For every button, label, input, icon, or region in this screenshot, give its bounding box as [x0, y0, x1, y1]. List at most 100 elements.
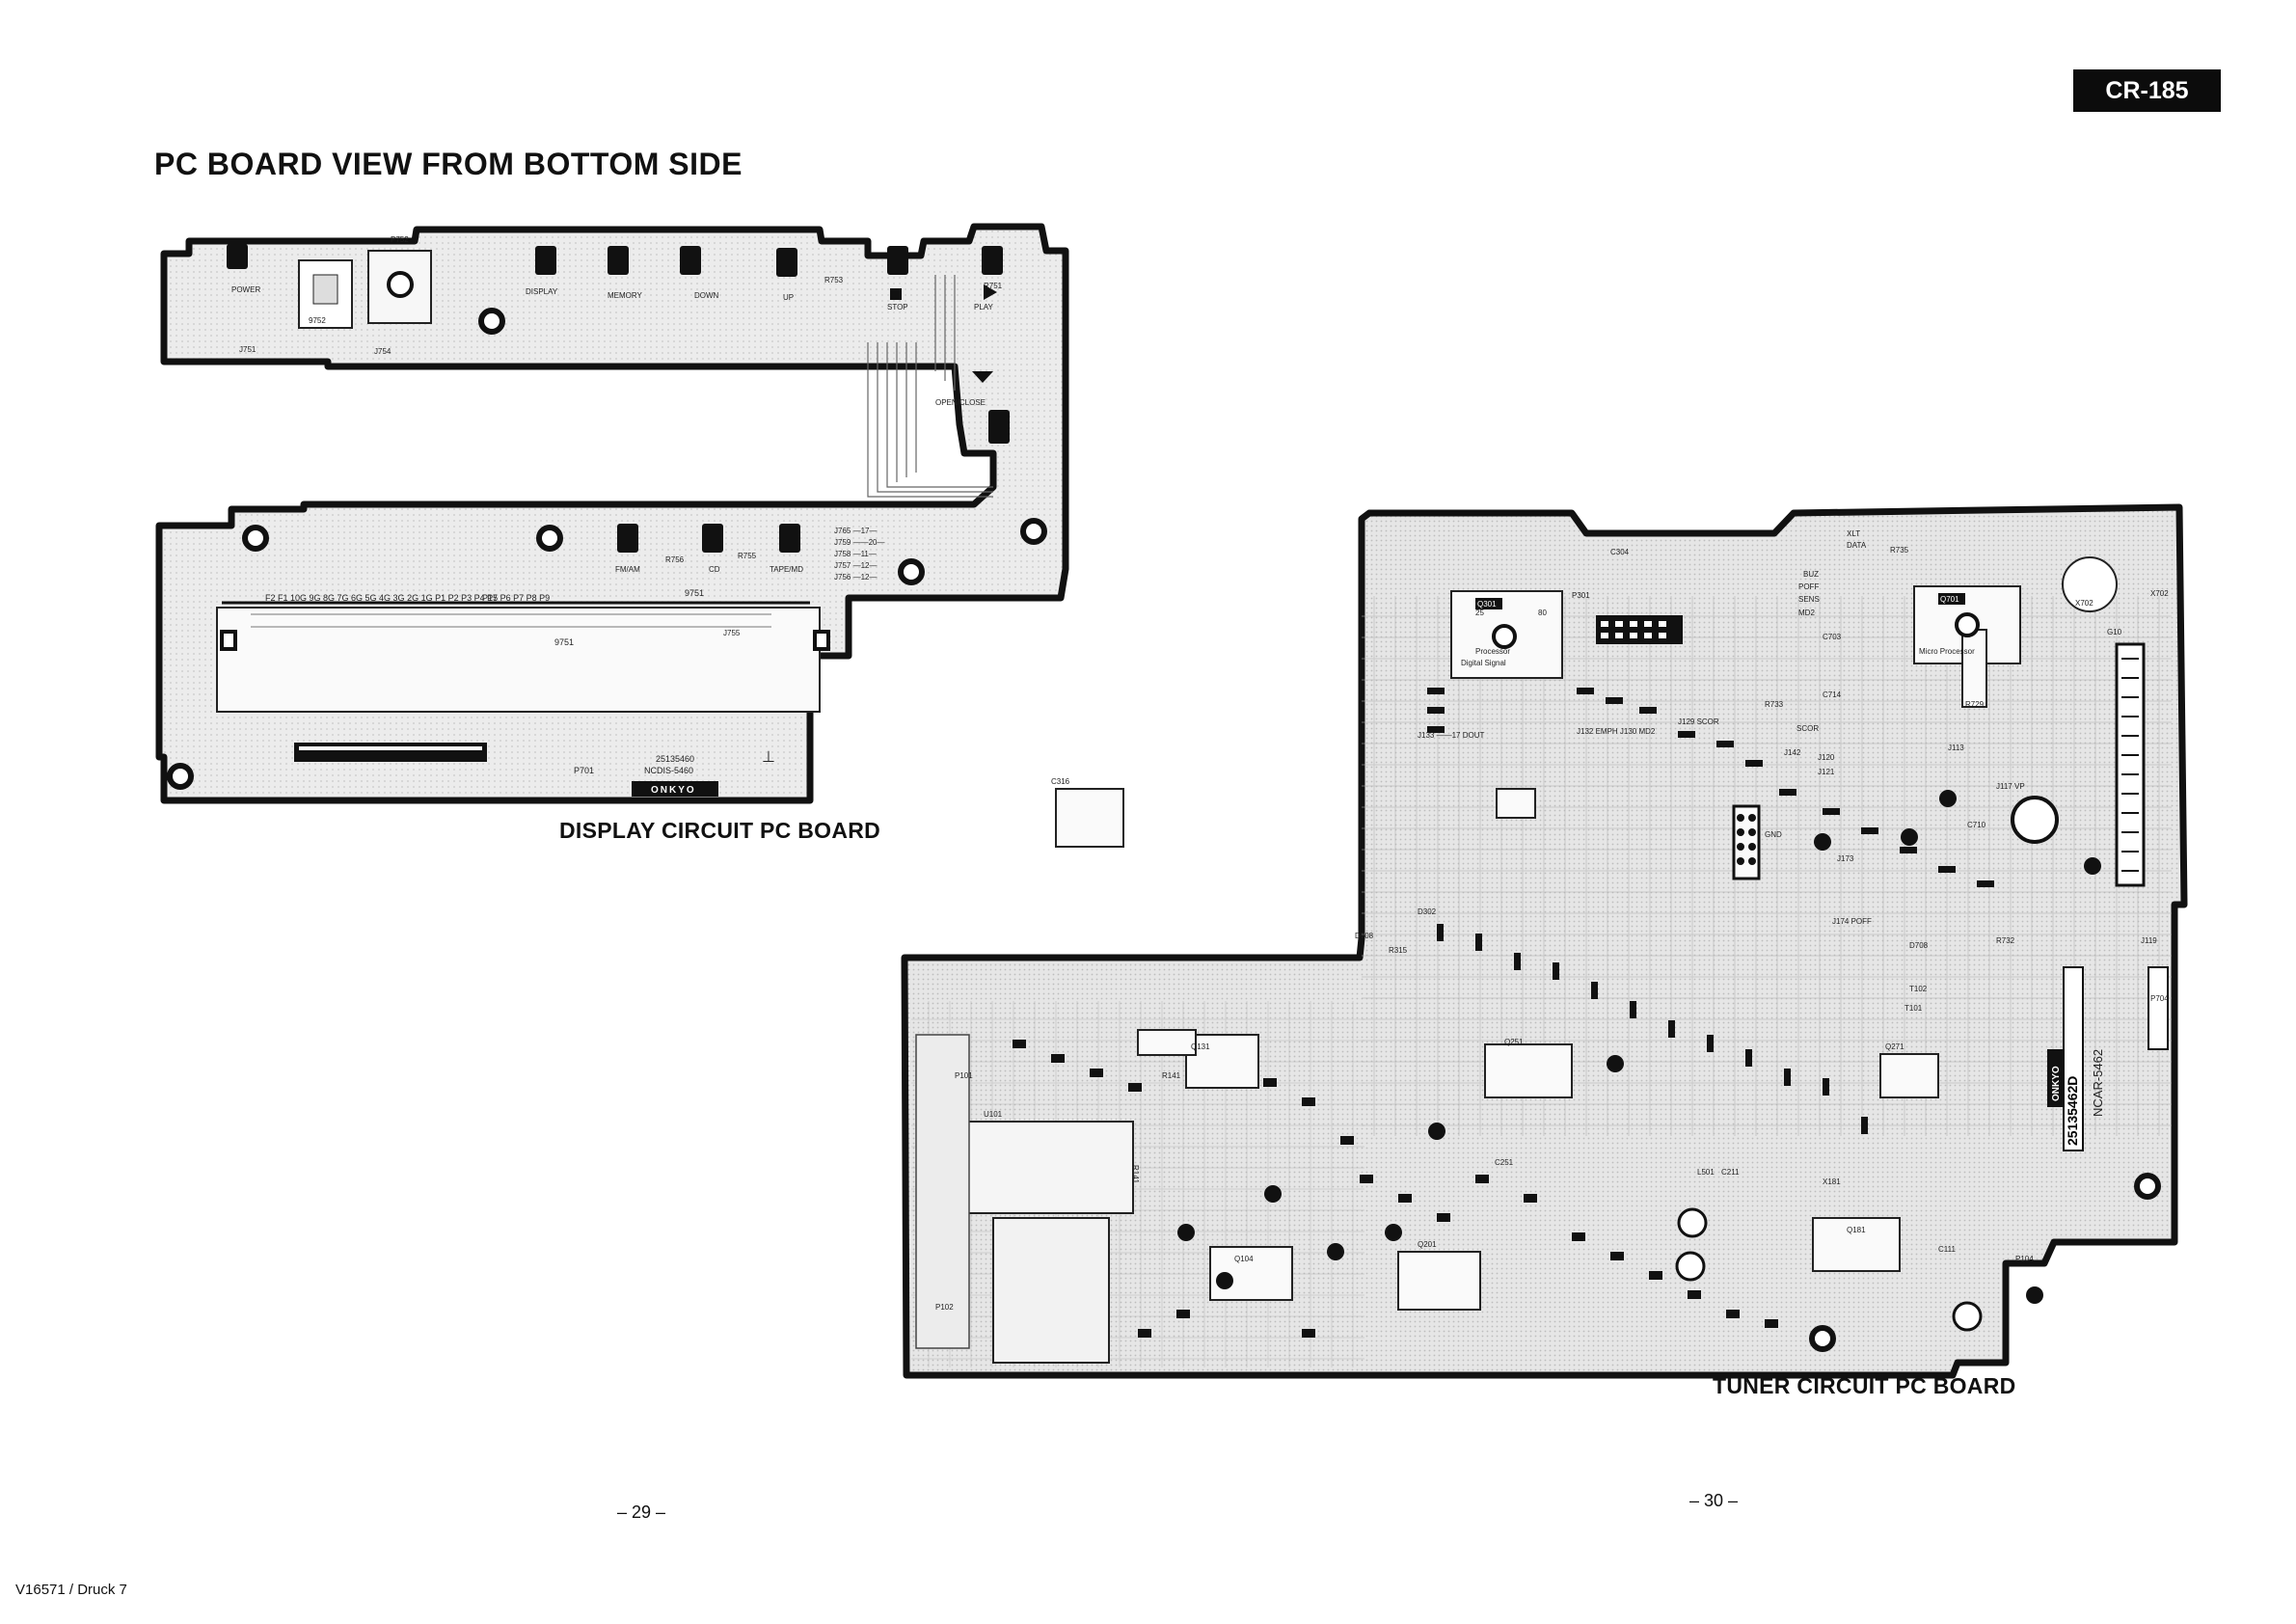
svg-text:J765 —17—: J765 —17—: [834, 527, 877, 535]
ic-footprints: [1185, 585, 2021, 1311]
ref-labels: P752 9752 J754 J751 R753 R751 R756 R755 …: [239, 235, 1003, 637]
svg-text:C703: C703: [1823, 633, 1842, 641]
tuner-pcb-code: NCAR-5462: [2091, 1049, 2105, 1117]
svg-text:X181: X181: [1823, 1177, 1841, 1186]
model-label: CR-185: [2105, 76, 2189, 104]
svg-text:P102: P102: [935, 1303, 954, 1312]
ic-q701-label: Q701: [1940, 595, 1959, 604]
svg-text:R141: R141: [1162, 1071, 1181, 1080]
svg-text:R732: R732: [1996, 936, 2015, 945]
ic-caption-processor: Processor: [1475, 647, 1510, 656]
svg-text:J133 ——17 DOUT: J133 ——17 DOUT: [1418, 731, 1484, 740]
vfd-display-tube: [216, 607, 821, 713]
crystal-x702: [2062, 556, 2118, 612]
svg-text:C304: C304: [1610, 548, 1630, 556]
svg-text:J132 EMPH J130 MD2: J132 EMPH J130 MD2: [1577, 727, 1656, 736]
tuner-board-diagram: Processor Digital Signal Micro Processor…: [901, 503, 2188, 1379]
svg-text:C251: C251: [1495, 1158, 1514, 1167]
svg-text:J757 —12—: J757 —12—: [834, 561, 877, 570]
svg-text:T102: T102: [1909, 985, 1928, 993]
svg-text:Q251: Q251: [1504, 1038, 1524, 1046]
onkyo-logo: [632, 781, 718, 797]
svg-text:R141: R141: [1131, 1165, 1140, 1184]
svg-text:J119: J119: [2141, 936, 2157, 945]
svg-text:9751: 9751: [685, 588, 704, 598]
svg-text:J759 ——20—: J759 ——20—: [834, 538, 884, 547]
svg-text:P101: P101: [955, 1071, 973, 1080]
electrolytic-caps: [1177, 790, 2101, 1304]
svg-text:U101: U101: [984, 1110, 1003, 1119]
svg-text:MD2: MD2: [1798, 609, 1815, 617]
svg-text:D302: D302: [1418, 907, 1437, 916]
svg-text:P301: P301: [1572, 591, 1590, 600]
svg-text:SENS: SENS: [1798, 595, 1820, 604]
svg-text:R735: R735: [1890, 546, 1909, 555]
svg-text:C316: C316: [1051, 777, 1070, 786]
svg-text:R755: R755: [738, 552, 757, 560]
svg-text:C710: C710: [1967, 821, 1986, 829]
svg-text:D708: D708: [1355, 932, 1374, 940]
svg-text:J755: J755: [723, 629, 741, 637]
svg-text:J173: J173: [1837, 854, 1854, 863]
svg-text:J756 —12—: J756 —12—: [834, 573, 877, 582]
p701-label: P701: [574, 766, 594, 775]
tuner-onkyo-logo: [2047, 1049, 2063, 1107]
svg-text:STOP: STOP: [887, 303, 908, 311]
svg-text:X702: X702: [2150, 589, 2169, 598]
svg-text:J120: J120: [1818, 753, 1835, 762]
svg-text:P752: P752: [391, 235, 409, 244]
svg-text:J121: J121: [1818, 768, 1835, 776]
svg-text:POWER: POWER: [231, 285, 260, 294]
svg-text:DATA: DATA: [1847, 541, 1867, 550]
model-badge: CR-185: [2073, 69, 2221, 112]
ref-designators: C304 C703 C714 25 80 P301 R729 G10 X702 …: [935, 546, 2169, 1312]
svg-text:BUZ: BUZ: [1803, 570, 1819, 579]
page-title: PC BOARD VIEW FROM BOTTOM SIDE: [154, 147, 743, 181]
svg-text:POFF: POFF: [1798, 582, 1819, 591]
smd-components: [1013, 688, 1994, 1338]
document-code: V16571 / Druck 7: [15, 1582, 127, 1598]
tuner-board-label: TUNER CIRCUIT PC BOARD: [1713, 1373, 2016, 1398]
capacitor-c710: [2011, 796, 2059, 844]
switch-labels: POWER DISPLAY MEMORY DOWN UP STOP PLAY O…: [231, 285, 994, 574]
p301-connector: [1596, 615, 1683, 644]
ic-caption-digital-signal: Digital Signal: [1461, 659, 1506, 667]
svg-text:ONKYO: ONKYO: [2051, 1066, 2062, 1101]
trimmer-pots: [1675, 1207, 1983, 1332]
svg-text:J751: J751: [239, 345, 257, 354]
svg-text:UP: UP: [783, 293, 794, 302]
mount-holes: [167, 308, 1047, 790]
svg-text:J113: J113: [1948, 744, 1964, 752]
svg-text:J174 POFF: J174 POFF: [1832, 917, 1872, 926]
svg-text:X702: X702: [2075, 599, 2093, 608]
svg-text:9752: 9752: [309, 316, 326, 325]
page-number-left: – 29 –: [617, 1502, 666, 1522]
svg-text:Q104: Q104: [1234, 1255, 1254, 1263]
trace-bus: [867, 275, 993, 498]
svg-text:C111: C111: [1938, 1245, 1956, 1254]
svg-text:Q271: Q271: [1885, 1042, 1904, 1051]
svg-text:SCOR: SCOR: [1796, 724, 1819, 733]
svg-text:R756: R756: [665, 555, 685, 564]
svg-text:PLAY: PLAY: [974, 303, 994, 311]
svg-text:P104: P104: [2015, 1255, 2034, 1263]
svg-text:CD: CD: [709, 565, 720, 574]
svg-text:FM/AM: FM/AM: [615, 565, 640, 574]
svg-text:DOWN: DOWN: [694, 291, 719, 300]
fm-tuner-pack: [963, 1121, 1134, 1214]
svg-text:P704: P704: [2150, 994, 2169, 1003]
tuner-part-no: 25135462D: [2065, 1076, 2080, 1146]
svg-text:Q131: Q131: [1191, 1042, 1210, 1051]
display-part-no: 25135460: [656, 754, 694, 764]
svg-text:⊥: ⊥: [762, 749, 775, 766]
svg-text:C211: C211: [1721, 1168, 1740, 1177]
ic-caption-microprocessor: Micro Processor: [1919, 647, 1975, 656]
svg-text:C714: C714: [1823, 690, 1842, 699]
svg-text:80: 80: [1538, 609, 1547, 617]
svg-text:R751: R751: [984, 282, 1003, 290]
svg-text:ONKYO: ONKYO: [651, 785, 696, 796]
svg-text:R315: R315: [1389, 946, 1408, 955]
svg-text:J142: J142: [1784, 748, 1801, 757]
svg-text:G10: G10: [2107, 628, 2122, 636]
svg-text:Q201: Q201: [1418, 1240, 1437, 1249]
